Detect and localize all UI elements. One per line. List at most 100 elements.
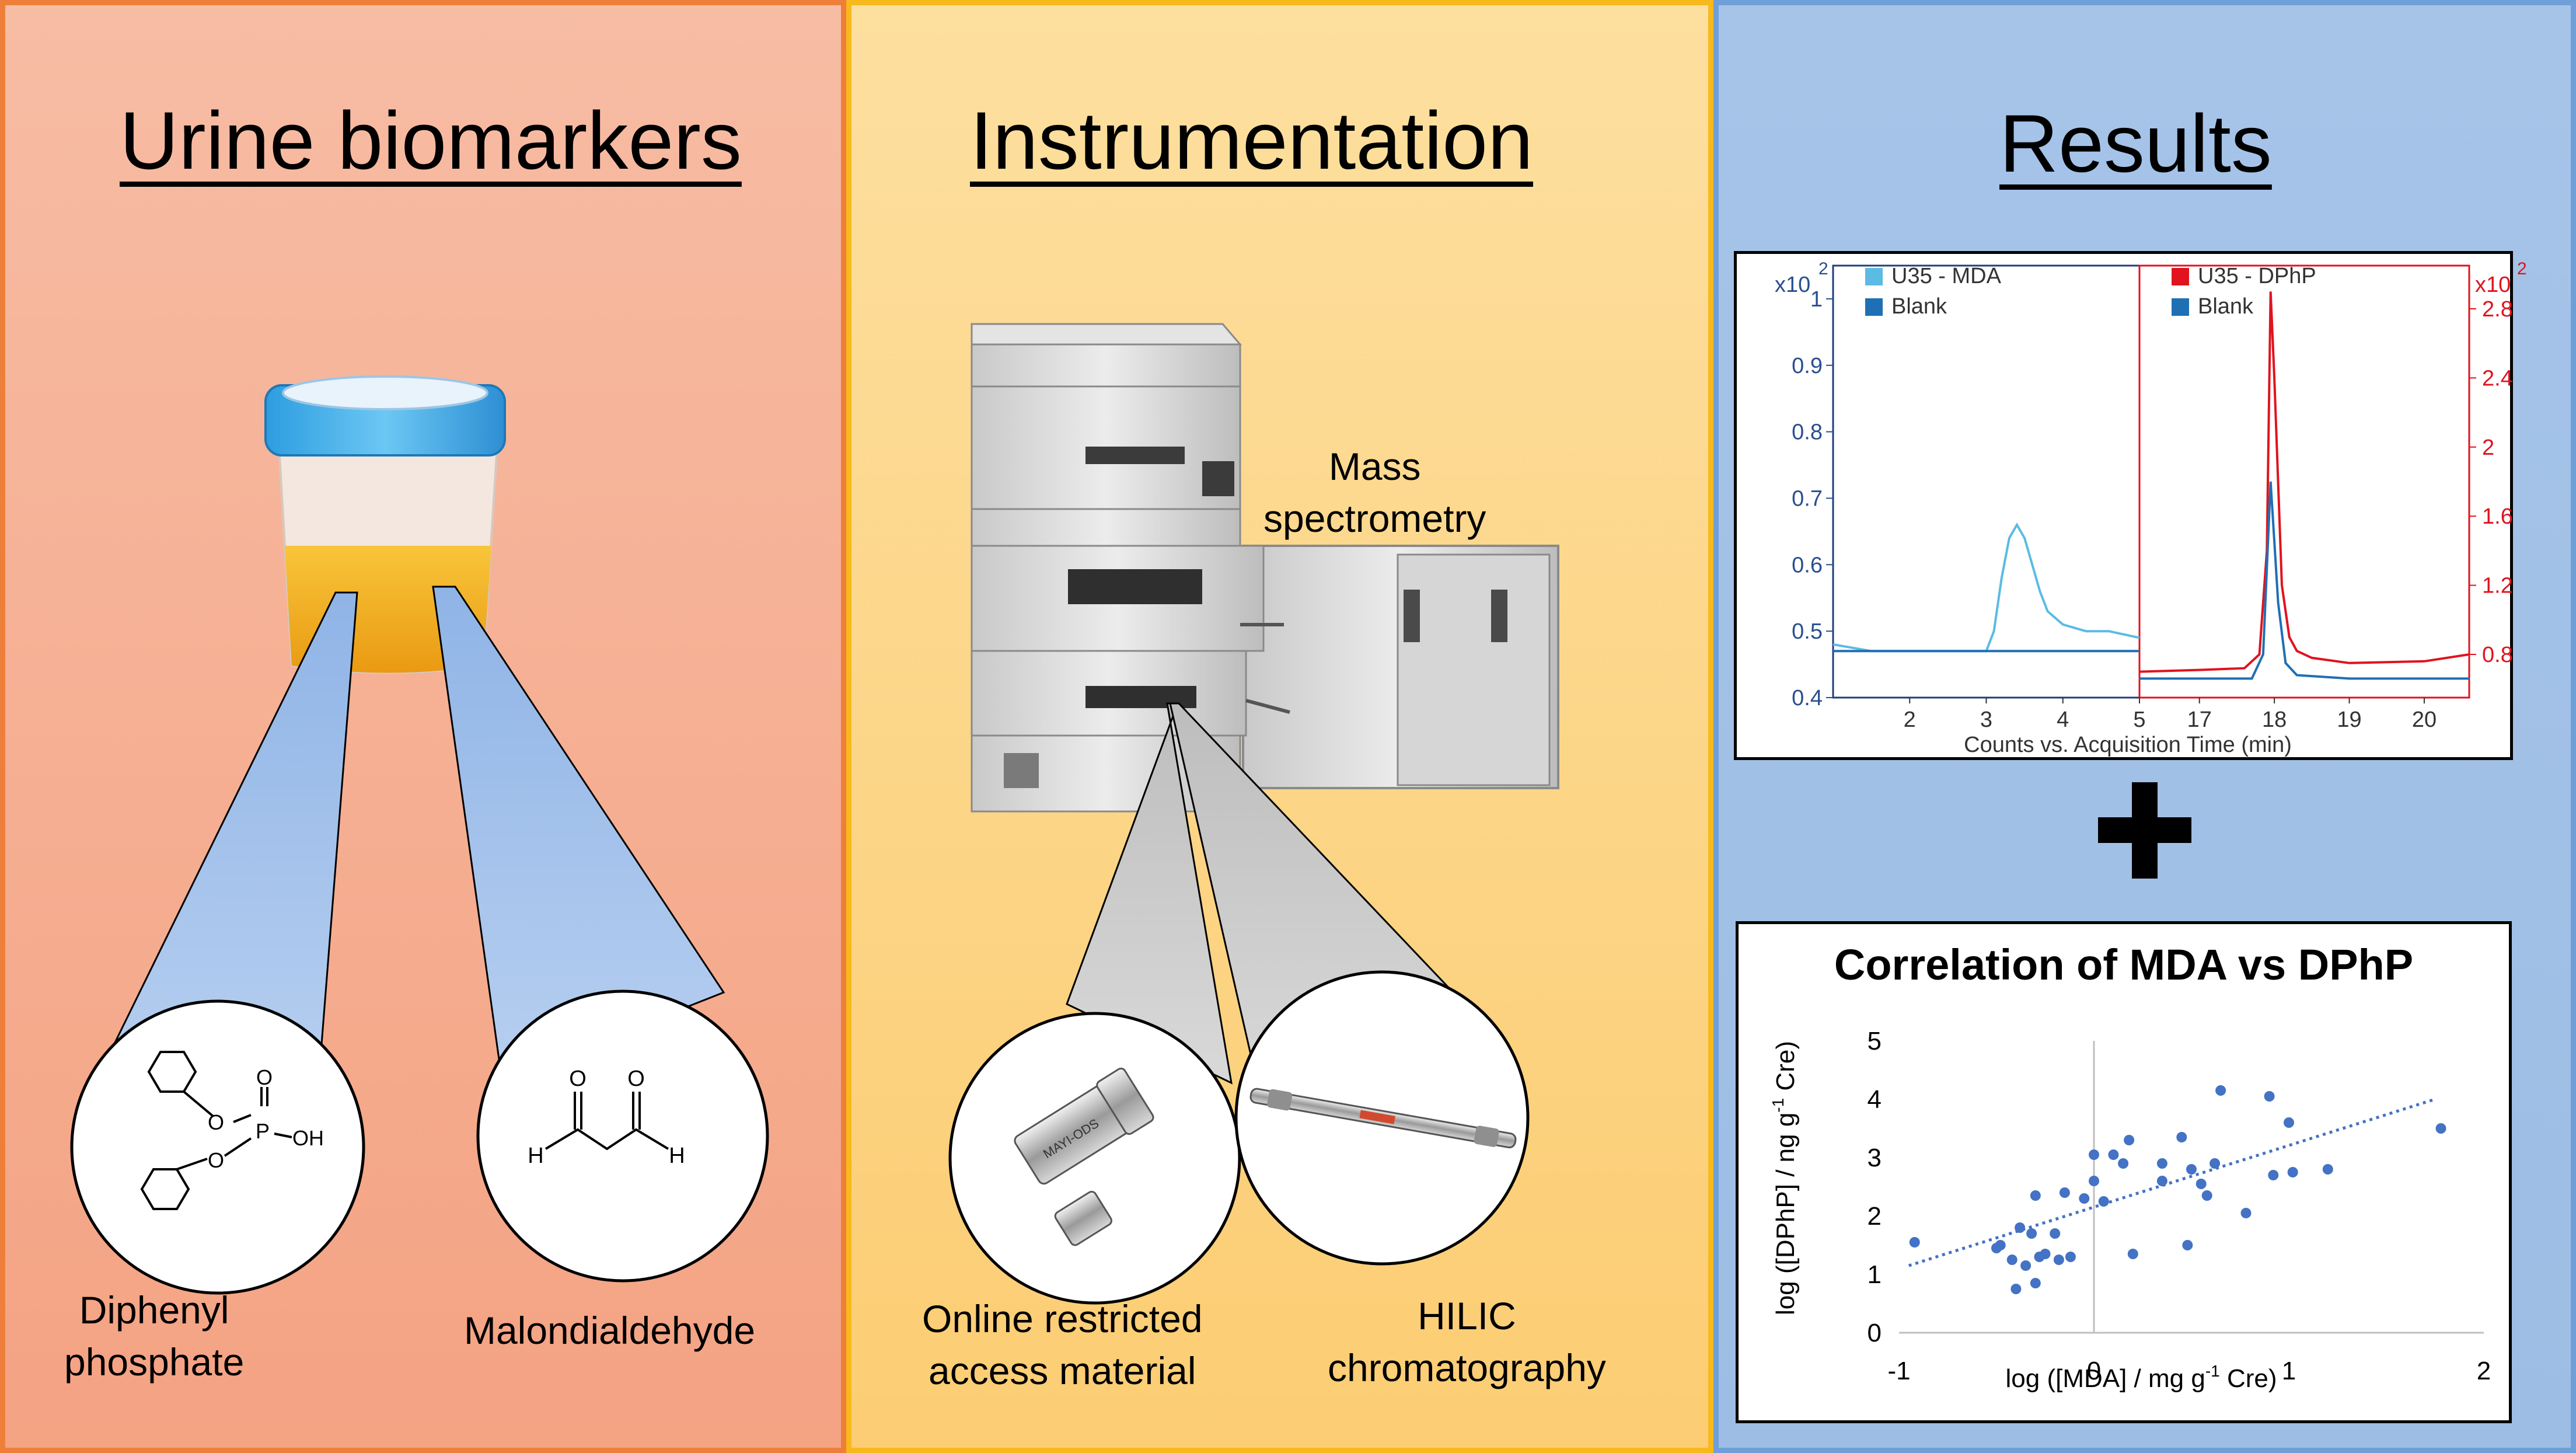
corr-point — [2284, 1117, 2294, 1128]
chrom-legend-swatch — [2172, 298, 2189, 316]
chrom-xtick-label: 19 — [2337, 708, 2361, 732]
corr-ytick-label: 2 — [1868, 1202, 1882, 1231]
corr-trendline — [1908, 1097, 2436, 1267]
chrom-legend-label: U35 - MDA — [1891, 264, 2002, 288]
mda-h2-text: H — [669, 1144, 685, 1168]
correlation-ylabel: log ([DPhP] / ng g-1 Cre) — [1769, 1041, 1800, 1315]
corr-ytick-label: 0 — [1868, 1319, 1882, 1347]
label-mass-spectrometry: Mass spectrometry — [1263, 445, 1486, 541]
corr-ytick-label: 3 — [1868, 1144, 1882, 1172]
corr-point — [2030, 1190, 2041, 1201]
corr-xtick-label: -1 — [1887, 1357, 1910, 1385]
corr-point — [2059, 1187, 2070, 1198]
corr-point — [2195, 1179, 2207, 1189]
label-malondialdehyde: Malondialdehyde — [464, 1309, 756, 1352]
dphp-o3-text: O — [256, 1065, 273, 1089]
urine-cup-image — [264, 375, 506, 674]
chrom-ytick-label: 0.8 — [2482, 643, 2513, 667]
lcms-instrument-image — [971, 323, 1559, 813]
chrom-ytick-label: 0.5 — [1792, 619, 1823, 644]
corr-point — [2240, 1208, 2252, 1218]
corr-xtick-label: 1 — [2282, 1357, 2296, 1385]
corr-point — [2176, 1132, 2187, 1142]
mda-o1-text: O — [569, 1067, 587, 1091]
chrom-legend-swatch — [2172, 268, 2189, 285]
corr-point — [2268, 1170, 2279, 1180]
correlation-title: Correlation of MDA vs DPhP — [1834, 940, 2413, 989]
heading-urine-biomarkers: Urine biomarkers — [120, 95, 742, 186]
chrom-ytick-label: 0.7 — [1792, 486, 1823, 511]
chrom-legend-swatch — [1865, 268, 1883, 285]
label-online-ram: Online restricted access material — [922, 1297, 1203, 1393]
corr-point — [2065, 1252, 2076, 1262]
chrom-series-u35-mda — [1832, 522, 2140, 653]
mda-structure-circle — [476, 989, 769, 1283]
chrom-ytick-label: 1.6 — [2482, 504, 2513, 529]
heading-instrumentation: Instrumentation — [970, 95, 1533, 186]
dphp-o2-text: O — [208, 1148, 224, 1172]
chrom-ytick-label: 2 — [2482, 435, 2494, 460]
corr-point — [2040, 1249, 2051, 1259]
chrom-xtick-label: 5 — [2133, 708, 2145, 732]
chrom-exponent-label: 2 — [1818, 259, 1828, 278]
chrom-exponent-label: 2 — [2517, 259, 2527, 278]
chrom-ytick-label: 0.4 — [1792, 686, 1823, 710]
corr-xtick-label: 2 — [2477, 1357, 2491, 1385]
corr-point — [2030, 1278, 2041, 1288]
corr-point — [2010, 1284, 2022, 1294]
chromatogram-legend: U35 - MDA Blank U35 - DPhP Blank — [1865, 264, 2316, 319]
corr-point — [2098, 1196, 2109, 1207]
corr-point — [2108, 1149, 2119, 1160]
dphp-structure — [140, 1051, 292, 1210]
dphp-structure-circle — [70, 999, 365, 1295]
corr-point — [2156, 1176, 2167, 1186]
magnifier-cone-mda — [432, 586, 725, 1082]
chrom-xtick-label: 2 — [1904, 708, 1916, 732]
corr-point — [2053, 1255, 2064, 1265]
corr-point — [2015, 1222, 2026, 1233]
chrom-legend-label: Blank — [1891, 294, 1947, 319]
ram-cartridge-image: MAYI-ODS — [1014, 1067, 1154, 1246]
corr-point — [2287, 1167, 2298, 1177]
chrom-right-frame — [2138, 264, 2470, 699]
corr-point — [2089, 1149, 2099, 1160]
corr-point — [2435, 1123, 2446, 1134]
corr-point — [2050, 1228, 2061, 1239]
ram-column-circle — [948, 1012, 1241, 1305]
mda-h1-text: H — [528, 1144, 543, 1168]
dphp-o1-text: O — [208, 1110, 224, 1134]
chrom-legend-label: Blank — [2198, 294, 2254, 319]
chrom-ytick-label: 0.8 — [1792, 420, 1823, 445]
chrom-multiplier-label: x10 — [1775, 273, 1810, 297]
chrom-left-frame — [1832, 264, 2141, 699]
dphp-oh-text: OH — [292, 1126, 324, 1150]
corr-point — [1995, 1240, 2006, 1250]
plus-sign: + — [2098, 782, 2191, 879]
corr-point — [2264, 1091, 2275, 1102]
corr-point — [2079, 1193, 2090, 1204]
chrom-xtick-label: 20 — [2412, 708, 2437, 732]
chrom-xtick-label: 4 — [2057, 708, 2069, 732]
chrom-ytick-label: 1 — [1810, 287, 1823, 312]
mda-structure — [544, 1092, 669, 1151]
corr-point — [2026, 1228, 2037, 1239]
corr-point — [1909, 1237, 1920, 1248]
corr-ytick-label: 4 — [1868, 1085, 1882, 1114]
corr-point — [2186, 1164, 2197, 1175]
chrom-legend-label: U35 - DPhP — [2198, 264, 2316, 288]
corr-point — [2182, 1240, 2193, 1250]
chromatogram-lines — [1832, 291, 2470, 680]
chrom-ytick-label: 0.9 — [1792, 354, 1823, 378]
corr-ytick-label: 1 — [1868, 1260, 1882, 1289]
corr-point — [2089, 1176, 2099, 1186]
corr-point — [2006, 1255, 2017, 1265]
chromatogram-xlabel: Counts vs. Acquisition Time (min) — [1964, 733, 2292, 757]
corr-point — [2118, 1158, 2129, 1169]
label-diphenyl-phosphate: Diphenyl phosphate — [64, 1288, 245, 1384]
chrom-ytick-label: 2.8 — [2482, 297, 2513, 322]
chrom-ytick-label: 0.6 — [1792, 553, 1823, 577]
